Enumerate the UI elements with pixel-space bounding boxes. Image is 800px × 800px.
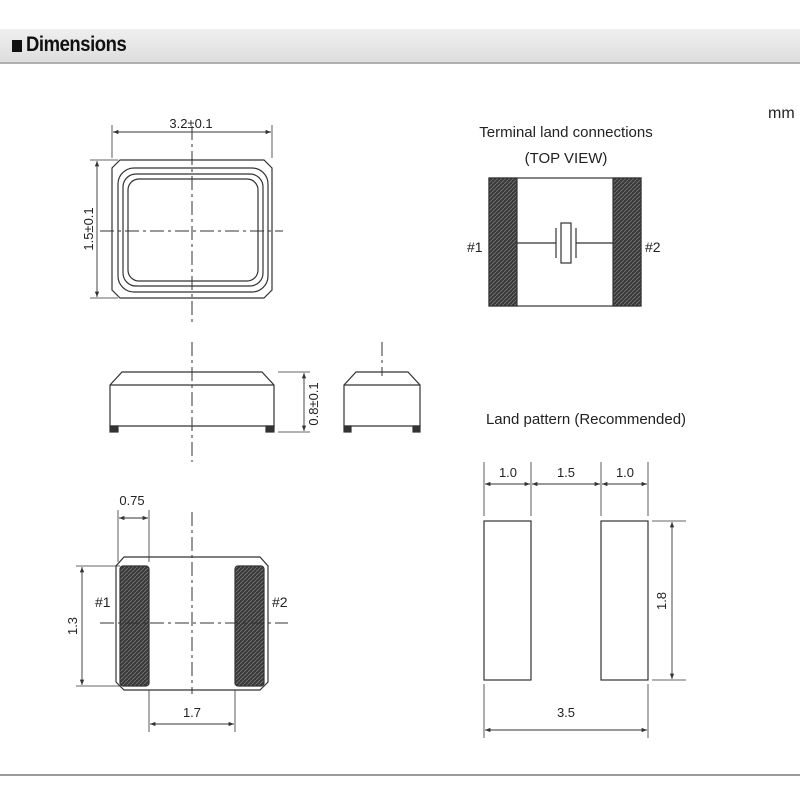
land-dim-height-label: 1.8 [654,592,669,610]
land-pattern-title: Land pattern (Recommended) [486,411,686,428]
bottom-pad-pitch-label: 1.7 [183,705,201,720]
bottom-pad-width-label: 0.75 [119,493,144,508]
top-blank [0,0,800,29]
top-view [90,125,283,322]
terminal-title-line1: Terminal land connections [479,124,652,141]
end-view [343,342,421,433]
header-bullet-icon [12,40,22,52]
bottom-pad-height-label: 1.3 [65,617,80,635]
section-header: Dimensions [0,29,800,64]
side-view [109,342,310,462]
crystal-symbol-icon [560,222,572,264]
section-title: Dimensions [26,33,127,56]
terminal-pad-2 [612,177,642,307]
top-view-outline [111,159,273,299]
land-dim-right-label: 1.0 [616,465,634,480]
unit-label: mm [768,105,795,122]
bottom-pin1-label: #1 [95,594,111,610]
bottom-view-outline [115,556,269,691]
bottom-view [76,510,288,732]
land-dim-gap-label: 1.5 [557,465,575,480]
terminal-pin1-label: #1 [467,239,483,255]
end-view-body [343,371,421,427]
top-view-height-label: 1.5±0.1 [81,207,96,250]
top-view-lid-inner [127,178,259,282]
land-pattern-diagram [483,462,686,738]
bottom-pad-1 [119,565,150,687]
bottom-pad-2 [234,565,265,687]
land-dim-total-label: 3.5 [557,705,575,720]
land-dim-left-label: 1.0 [499,465,517,480]
top-view-lid-outer [117,167,269,293]
terminal-diagram [488,177,642,307]
top-view-width-label: 3.2±0.1 [169,116,212,131]
side-view-thickness-label: 0.8±0.1 [306,382,321,425]
bottom-pin2-label: #2 [272,594,288,610]
terminal-title-line2: (TOP VIEW) [525,150,608,167]
terminal-pad-1 [488,177,518,307]
drawing-frame [0,68,800,776]
top-view-lid-mid [122,173,264,287]
terminal-pin2-label: #2 [645,239,661,255]
land-pad-left [483,520,532,681]
land-pad-right [600,520,649,681]
